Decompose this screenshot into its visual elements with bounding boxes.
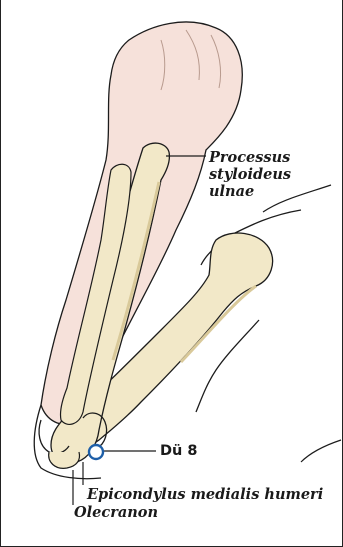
label-processus-line2: styloideus bbox=[209, 167, 291, 182]
upper-arm-contour-inner bbox=[263, 185, 331, 212]
label-processus-line1: Processus bbox=[209, 150, 290, 165]
olecranon-tip bbox=[49, 452, 80, 468]
label-olecranon: Olecranon bbox=[74, 505, 158, 520]
label-processus-line3: ulnae bbox=[209, 184, 254, 199]
label-epicondylus: Epicondylus medialis humeri bbox=[87, 487, 323, 502]
circle-marker-icon bbox=[89, 445, 103, 459]
body-contour-lower bbox=[301, 440, 341, 462]
label-acupoint: Dü 8 bbox=[160, 444, 198, 459]
